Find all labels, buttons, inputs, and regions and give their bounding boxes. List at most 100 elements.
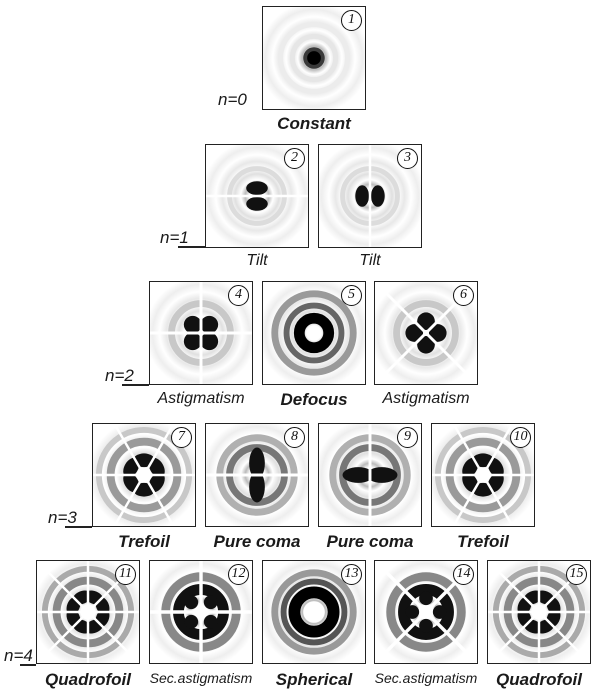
intensity-ring [271,569,357,655]
intensity-ring [283,302,345,364]
nodal-line [45,611,89,655]
nodal-line [45,569,89,613]
nodal-line [142,474,175,526]
intensity-lobe [200,315,219,334]
row-guide-line [122,384,149,386]
intensity-lobe [184,614,199,629]
row-label-n4: n=4 [4,646,33,665]
row-label-n2: n=2 [105,366,134,385]
mode-name: Spherical [275,670,353,689]
intensity-lobe [203,595,218,610]
intensity-lobe [200,332,219,351]
intensity-lobe [249,471,265,503]
mode-index: 5 [341,285,362,306]
mode-index: 9 [397,427,418,448]
row-label-n0: n=0 [218,90,247,109]
intensity-lobe [432,605,447,619]
intensity-ring [398,584,454,640]
intensity-ring [280,578,348,646]
intensity-lobe [370,185,385,207]
zernike-mode-15: 15 [487,560,591,664]
intensity-lobe [405,605,420,619]
mode-index: 13 [341,564,362,585]
mode-name: Constant [277,114,351,133]
intensity-ring [288,586,340,638]
mode-name: Trefoil [457,532,509,551]
mode-name: Defocus [280,390,348,409]
nodal-line [383,331,428,376]
intensity-lobe [342,467,374,483]
mode-index: 12 [228,564,249,585]
mode-index: 14 [453,564,474,585]
mode-name: Pure coma [213,532,301,551]
zernike-mode-13: 13 [262,560,366,664]
row-label-n3: n=3 [48,508,77,527]
intensity-lobe [183,332,202,351]
intensity-ring [393,300,459,366]
intensity-lobe [249,447,265,479]
mode-name: Sec.astigmatism [374,670,478,686]
zernike-mode-14: 14 [374,560,478,664]
mode-index: 4 [228,285,249,306]
intensity-core [303,601,325,623]
mode-index: 11 [115,564,136,585]
mode-index: 2 [284,148,305,169]
intensity-ring [293,312,335,354]
mode-name: Astigmatism [157,390,245,407]
mode-name: Tilt [246,252,268,269]
nodal-line [142,424,175,476]
intensity-lobe [419,618,433,633]
nodal-line [424,610,469,655]
zernike-mode-7: 7 [92,423,196,527]
mode-index: 7 [171,427,192,448]
zernike-mode-11: 11 [36,560,140,664]
mode-name: Tilt [359,252,381,269]
mode-pattern [488,561,590,663]
intensity-lobe [355,185,370,207]
intensity-lobe [419,591,433,606]
mode-name: Sec.astigmatism [149,670,253,686]
intensity-lobe [203,614,218,629]
intensity-lobe [148,457,165,478]
nodal-line [87,611,131,655]
intensity-ring [278,22,350,94]
mode-pattern [319,145,421,247]
intensity-lobe [417,312,435,331]
intensity-lobe [417,335,435,354]
intensity-ring [289,33,339,83]
intensity-lobe [487,457,504,478]
nodal-line [424,331,469,376]
zernike-mode-5: 5 [262,281,366,385]
intensity-core [307,51,321,65]
nodal-line [383,290,428,335]
zernike-mode-6: 6 [374,281,478,385]
nodal-line [113,424,146,476]
intensity-lobe [183,315,202,334]
intensity-lobe [428,324,447,342]
row-guide-line [65,526,92,528]
mode-name: Pure coma [326,532,414,551]
mode-name: Quadrofoil [496,670,582,689]
row-label-n1: n=1 [160,228,189,247]
mode-index: 3 [397,148,418,169]
intensity-ring [271,290,357,376]
mode-index: 1 [341,10,362,31]
row-guide-line [178,246,205,248]
intensity-core [308,327,320,339]
mode-index: 6 [453,285,474,306]
nodal-line [481,424,514,476]
intensity-lobe [246,181,268,196]
nodal-line [452,424,485,476]
intensity-lobe [184,595,199,610]
nodal-line [538,611,582,655]
mode-index: 10 [510,427,531,448]
mode-name: Trefoil [118,532,170,551]
zernike-mode-3: 3 [318,144,422,248]
nodal-line [496,611,540,655]
mode-index: 8 [284,427,305,448]
nodal-line [383,569,428,614]
row-guide-line [20,664,36,666]
zernike-mode-2: 2 [205,144,309,248]
zernike-mode-12: 12 [149,560,253,664]
